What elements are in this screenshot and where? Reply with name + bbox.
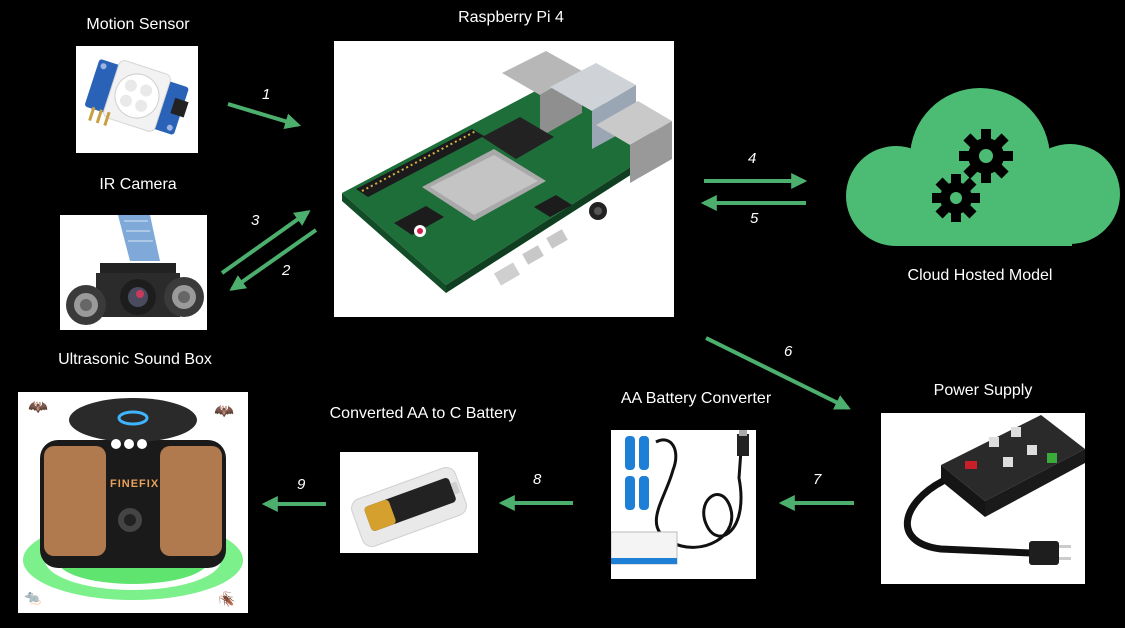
brand-logo: FINEFIX: [110, 478, 160, 490]
gear-icon: [959, 129, 1013, 183]
motion-sensor-image: [76, 46, 198, 153]
step-5: 5: [750, 210, 759, 227]
motion-sensor-label: Motion Sensor: [86, 16, 190, 33]
cloud-model-label: Cloud Hosted Model: [907, 267, 1053, 284]
step-4: 4: [748, 150, 757, 167]
svg-text:🪳: 🪳: [218, 590, 235, 608]
step-9: 9: [297, 476, 306, 493]
arrow-6: [705, 336, 851, 410]
power-supply-image: [881, 413, 1085, 584]
arrow-1: [227, 102, 302, 129]
step-3: 3: [251, 212, 260, 229]
step-7: 7: [813, 471, 822, 488]
ultrasonic-box-label: Ultrasonic Sound Box: [58, 351, 212, 368]
power-supply-label: Power Supply: [933, 382, 1033, 399]
svg-text:🦇: 🦇: [28, 399, 48, 416]
converted-battery-image: [340, 452, 478, 553]
svg-text:🐀: 🐀: [24, 589, 42, 606]
aa-converter-image: [611, 430, 756, 579]
step-2: 2: [282, 262, 291, 279]
ir-camera-label: IR Camera: [99, 176, 177, 193]
svg-text:🦇: 🦇: [214, 403, 234, 420]
cloud-model-graphic: [846, 88, 1120, 246]
arrow-3: [220, 210, 311, 275]
step-1: 1: [262, 86, 271, 103]
ultrasonic-box-image: 🦇 🦇 🐀 🪳 FINEFIX: [18, 392, 248, 613]
step-8: 8: [533, 471, 542, 488]
raspberry-pi-image: [334, 41, 674, 317]
converted-battery-label: Converted AA to C Battery: [329, 405, 517, 422]
arrow-2: [229, 228, 318, 291]
ir-camera-image: [60, 215, 207, 330]
aa-converter-label: AA Battery Converter: [620, 390, 772, 407]
raspberry-pi-label: Raspberry Pi 4: [458, 9, 564, 26]
step-6: 6: [784, 343, 793, 360]
